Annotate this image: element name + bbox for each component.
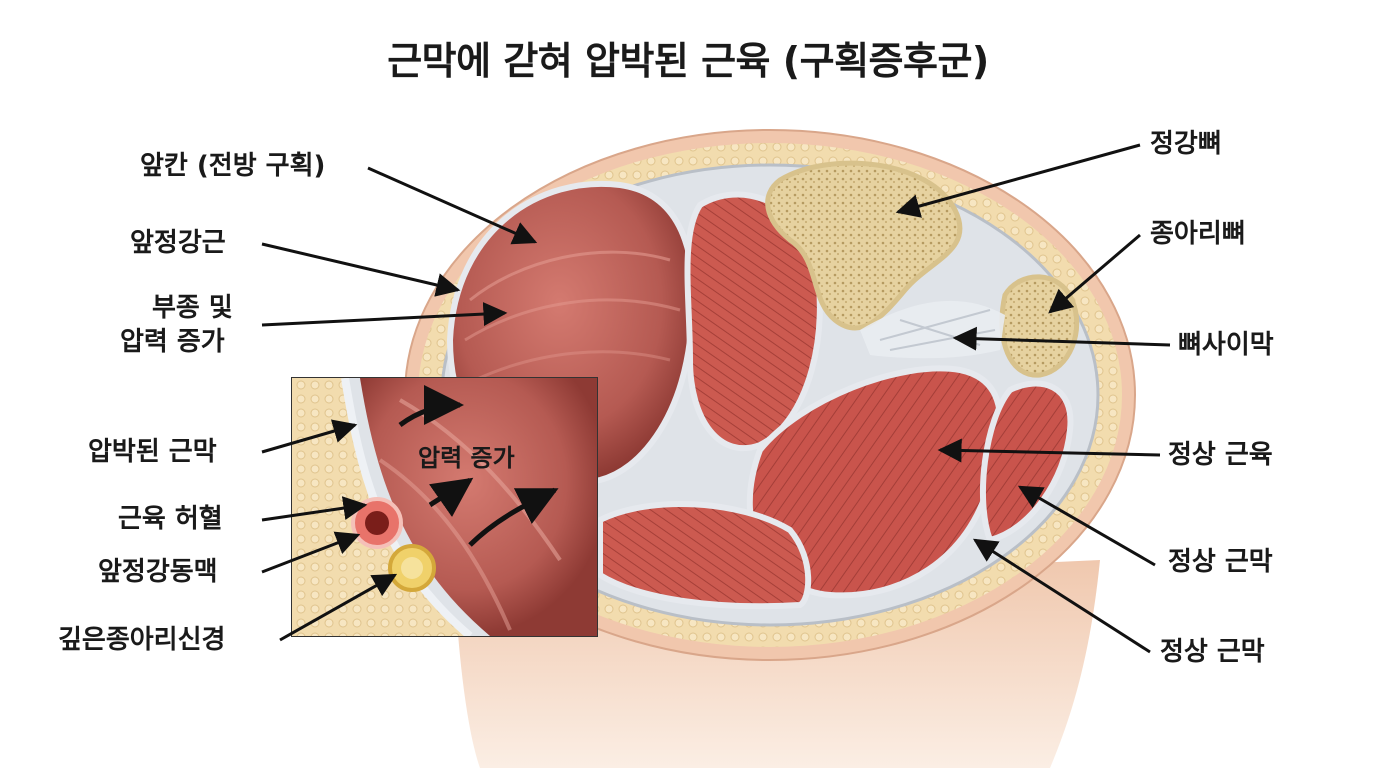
leader-fibula (1048, 233, 1141, 314)
page-title: 근막에 갇혀 압박된 근육 (구획증후군) (387, 39, 989, 83)
label-fibula: 종아리뼈 (1150, 219, 1246, 249)
leader-anterior-compartment (367, 166, 538, 245)
label-swelling-line2: 압력 증가 (120, 327, 225, 357)
label-normal-muscle: 정상 근육 (1168, 440, 1273, 470)
label-tibialis-anterior: 앞정강근 (130, 228, 226, 258)
zoom-inset (291, 377, 598, 637)
leader-normal-fascia-1 (1017, 485, 1156, 567)
label-muscle-ischemia: 근육 허혈 (118, 504, 223, 534)
label-anterior-compartment: 앞칸 (전방 구획) (140, 151, 326, 181)
label-interosseous-membrane: 뼈사이막 (1178, 330, 1274, 360)
leader-normal-muscle (937, 438, 1161, 463)
leader-swelling (261, 302, 508, 327)
label-normal-fascia-1: 정상 근막 (1168, 547, 1273, 577)
label-swelling-line1: 부종 및 (152, 293, 233, 323)
leader-ischemia (261, 496, 368, 522)
leader-artery (261, 531, 361, 574)
inset-pressure-label: 압력 증가 (418, 444, 515, 472)
label-normal-fascia-2: 정상 근막 (1160, 637, 1265, 667)
label-anterior-tibial-artery: 앞정강동맥 (98, 557, 218, 587)
leader-membrane (952, 326, 1171, 351)
label-compressed-fascia: 압박된 근막 (88, 437, 217, 467)
leader-tibia (895, 143, 1141, 218)
label-deep-peroneal-nerve: 깊은종아리신경 (58, 625, 226, 655)
leader-normal-fascia-2 (972, 538, 1151, 654)
leader-nerve (279, 573, 398, 642)
leader-tibialis-anterior (261, 242, 461, 297)
leader-compressed-fascia (261, 419, 358, 454)
label-tibia: 정강뼈 (1150, 129, 1222, 159)
